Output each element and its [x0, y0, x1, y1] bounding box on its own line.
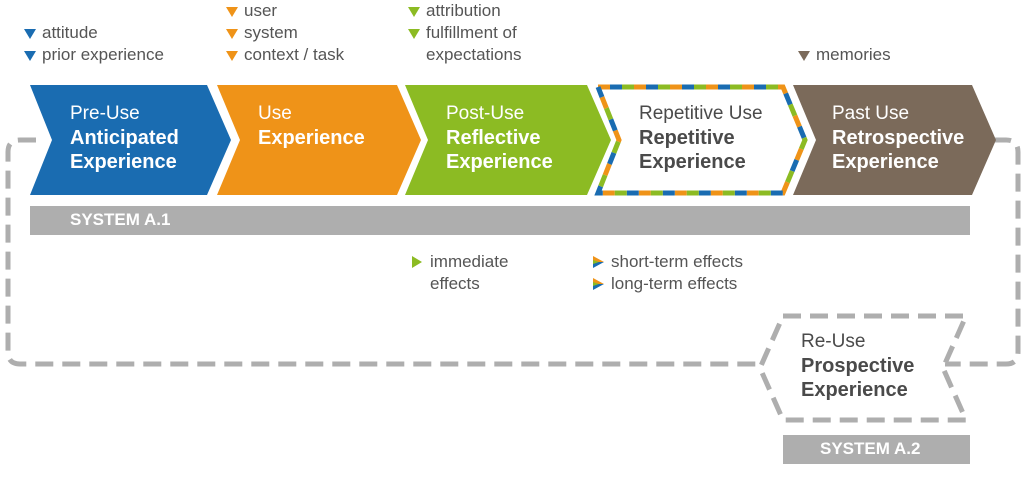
note-attitude: attitude [24, 22, 164, 44]
multicolor-play-icon [593, 278, 604, 290]
reuse-line1: Prospective [801, 355, 915, 377]
note-immediate: immediate [412, 251, 508, 273]
pre-use-chevron [30, 85, 231, 195]
repetitive-use-line1: Repetitive [639, 127, 735, 149]
note-effects: effects [430, 274, 480, 293]
blue-triangle-icon [24, 29, 36, 39]
orange-triangle-icon [226, 7, 238, 17]
note-short-term: short-term effects [593, 251, 743, 273]
term-effects-notes: short-term effects long-term effects [593, 251, 743, 295]
past-use-notes: memories [798, 44, 891, 66]
reuse-label: Re-Use Prospective Experience [801, 330, 914, 402]
repetitive-use-title: Repetitive Use [639, 103, 763, 124]
pre-use-label: Pre-Use Anticipated Experience [70, 102, 179, 174]
post-use-notes: attribution fulfillment of expectations [408, 0, 521, 66]
system-a1-bar [30, 206, 970, 235]
past-use-title: Past Use [832, 103, 910, 124]
brown-triangle-icon [798, 51, 810, 61]
past-use-chevron [793, 85, 996, 195]
use-notes: user system context / task [226, 0, 344, 66]
reuse-chevron [757, 313, 970, 423]
note-expectations: expectations [426, 45, 522, 64]
system-a2-bar [783, 435, 970, 464]
post-use-label: Post-Use Reflective Experience [446, 102, 553, 174]
immediate-effects-note: immediate effects [412, 251, 508, 295]
reuse-loop-dashed-line [5, 137, 762, 367]
past-use-label: Past Use Retrospective Experience [832, 102, 964, 174]
note-fulfillment: fulfillment of [408, 22, 521, 44]
note-attribution: attribution [408, 0, 521, 22]
use-label: Use Experience [258, 102, 365, 150]
post-use-line2: Experience [446, 151, 553, 173]
system-a2-label: SYSTEM A.2 [820, 439, 921, 458]
post-use-chevron [405, 85, 611, 195]
post-use-line1: Reflective [446, 127, 541, 149]
pre-use-line1: Anticipated [70, 127, 179, 149]
use-chevron [217, 85, 421, 195]
multicolor-play-icon [593, 256, 604, 268]
use-line1: Experience [258, 127, 365, 149]
note-long-term: long-term effects [593, 273, 743, 295]
reuse-title: Re-Use [801, 331, 866, 352]
note-user: user [226, 0, 344, 22]
orange-triangle-icon [226, 51, 238, 61]
note-system: system [226, 22, 344, 44]
pre-use-line2: Experience [70, 151, 177, 173]
repetitive-use-label: Repetitive Use Repetitive Experience [639, 102, 763, 174]
pre-use-title: Pre-Use [70, 103, 140, 124]
repetitive-use-chevron [598, 87, 805, 193]
pre-use-notes: attitude prior experience [24, 22, 164, 66]
repetitive-use-line2: Experience [639, 151, 746, 173]
post-use-title: Post-Use [446, 103, 525, 124]
past-use-line1: Retrospective [832, 127, 965, 149]
note-memories: memories [798, 44, 891, 66]
green-play-icon [412, 256, 422, 268]
note-prior-experience: prior experience [24, 44, 164, 66]
past-use-line2: Experience [832, 151, 939, 173]
note-context-task: context / task [226, 44, 344, 66]
green-triangle-icon [408, 29, 420, 39]
green-triangle-icon [408, 7, 420, 17]
blue-triangle-icon [24, 51, 36, 61]
reuse-loop-dashed-line-right [945, 137, 1021, 367]
use-title: Use [258, 103, 292, 124]
reuse-line2: Experience [801, 379, 908, 401]
system-a1-label: SYSTEM A.1 [70, 210, 171, 229]
orange-triangle-icon [226, 29, 238, 39]
